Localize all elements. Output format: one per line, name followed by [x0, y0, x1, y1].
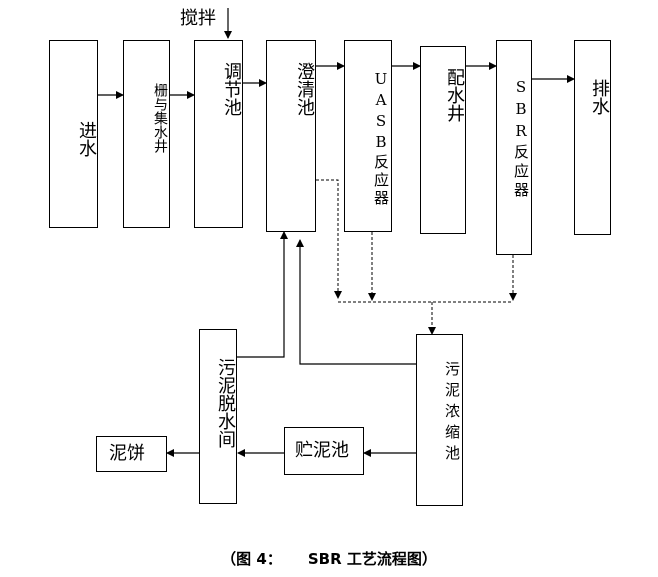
- sbr-box: SBR反应器: [496, 40, 532, 255]
- sludge-thickener-box: 污泥浓缩池: [416, 334, 463, 506]
- distribution-well-box: 配水井: [420, 46, 466, 234]
- sludge-cake-label: 泥饼: [109, 443, 145, 464]
- sbr-label: SBR反应器: [512, 77, 530, 201]
- sludge-storage-box: 贮泥池: [284, 427, 364, 475]
- equalization-box: 调节池: [194, 40, 243, 228]
- stirring-label: 搅拌: [180, 8, 216, 29]
- screen-label: 栅与集水井: [152, 83, 168, 153]
- clarifier-box: 澄清池: [266, 40, 316, 232]
- caption-prefix: （图 4：: [221, 550, 282, 568]
- clarifier-label: 澄清池: [294, 62, 315, 116]
- caption-title: SBR 工艺流程图）: [307, 550, 437, 568]
- equalization-label: 调节池: [221, 62, 242, 116]
- return-dewatering-to-clarifier: [237, 231, 288, 358]
- sludge-dewatering-box: 污泥脱水间: [199, 329, 237, 504]
- return-thickener-to-clarifier: [296, 239, 416, 365]
- sludge-cake-box: 泥饼: [96, 436, 167, 472]
- inflow-label: 进水: [76, 121, 97, 157]
- distribution-well-label: 配水井: [444, 68, 465, 122]
- discharge-box: 排水: [574, 40, 611, 235]
- sludge-dewatering-label: 污泥脱水间: [215, 358, 236, 448]
- uasb-label: UASB反应器: [372, 70, 390, 208]
- screen-box: 栅与集水井: [123, 40, 170, 228]
- inflow-box: 进水: [49, 40, 98, 228]
- sludge-storage-label: 贮泥池: [295, 440, 349, 461]
- uasb-box: UASB反应器: [344, 40, 392, 232]
- sludge-thickener-label: 污泥浓缩池: [443, 360, 461, 466]
- sludge-line-clarifier: [316, 179, 342, 299]
- discharge-label: 排水: [589, 79, 610, 115]
- figure-caption: （图 4： SBR 工艺流程图）: [0, 548, 658, 569]
